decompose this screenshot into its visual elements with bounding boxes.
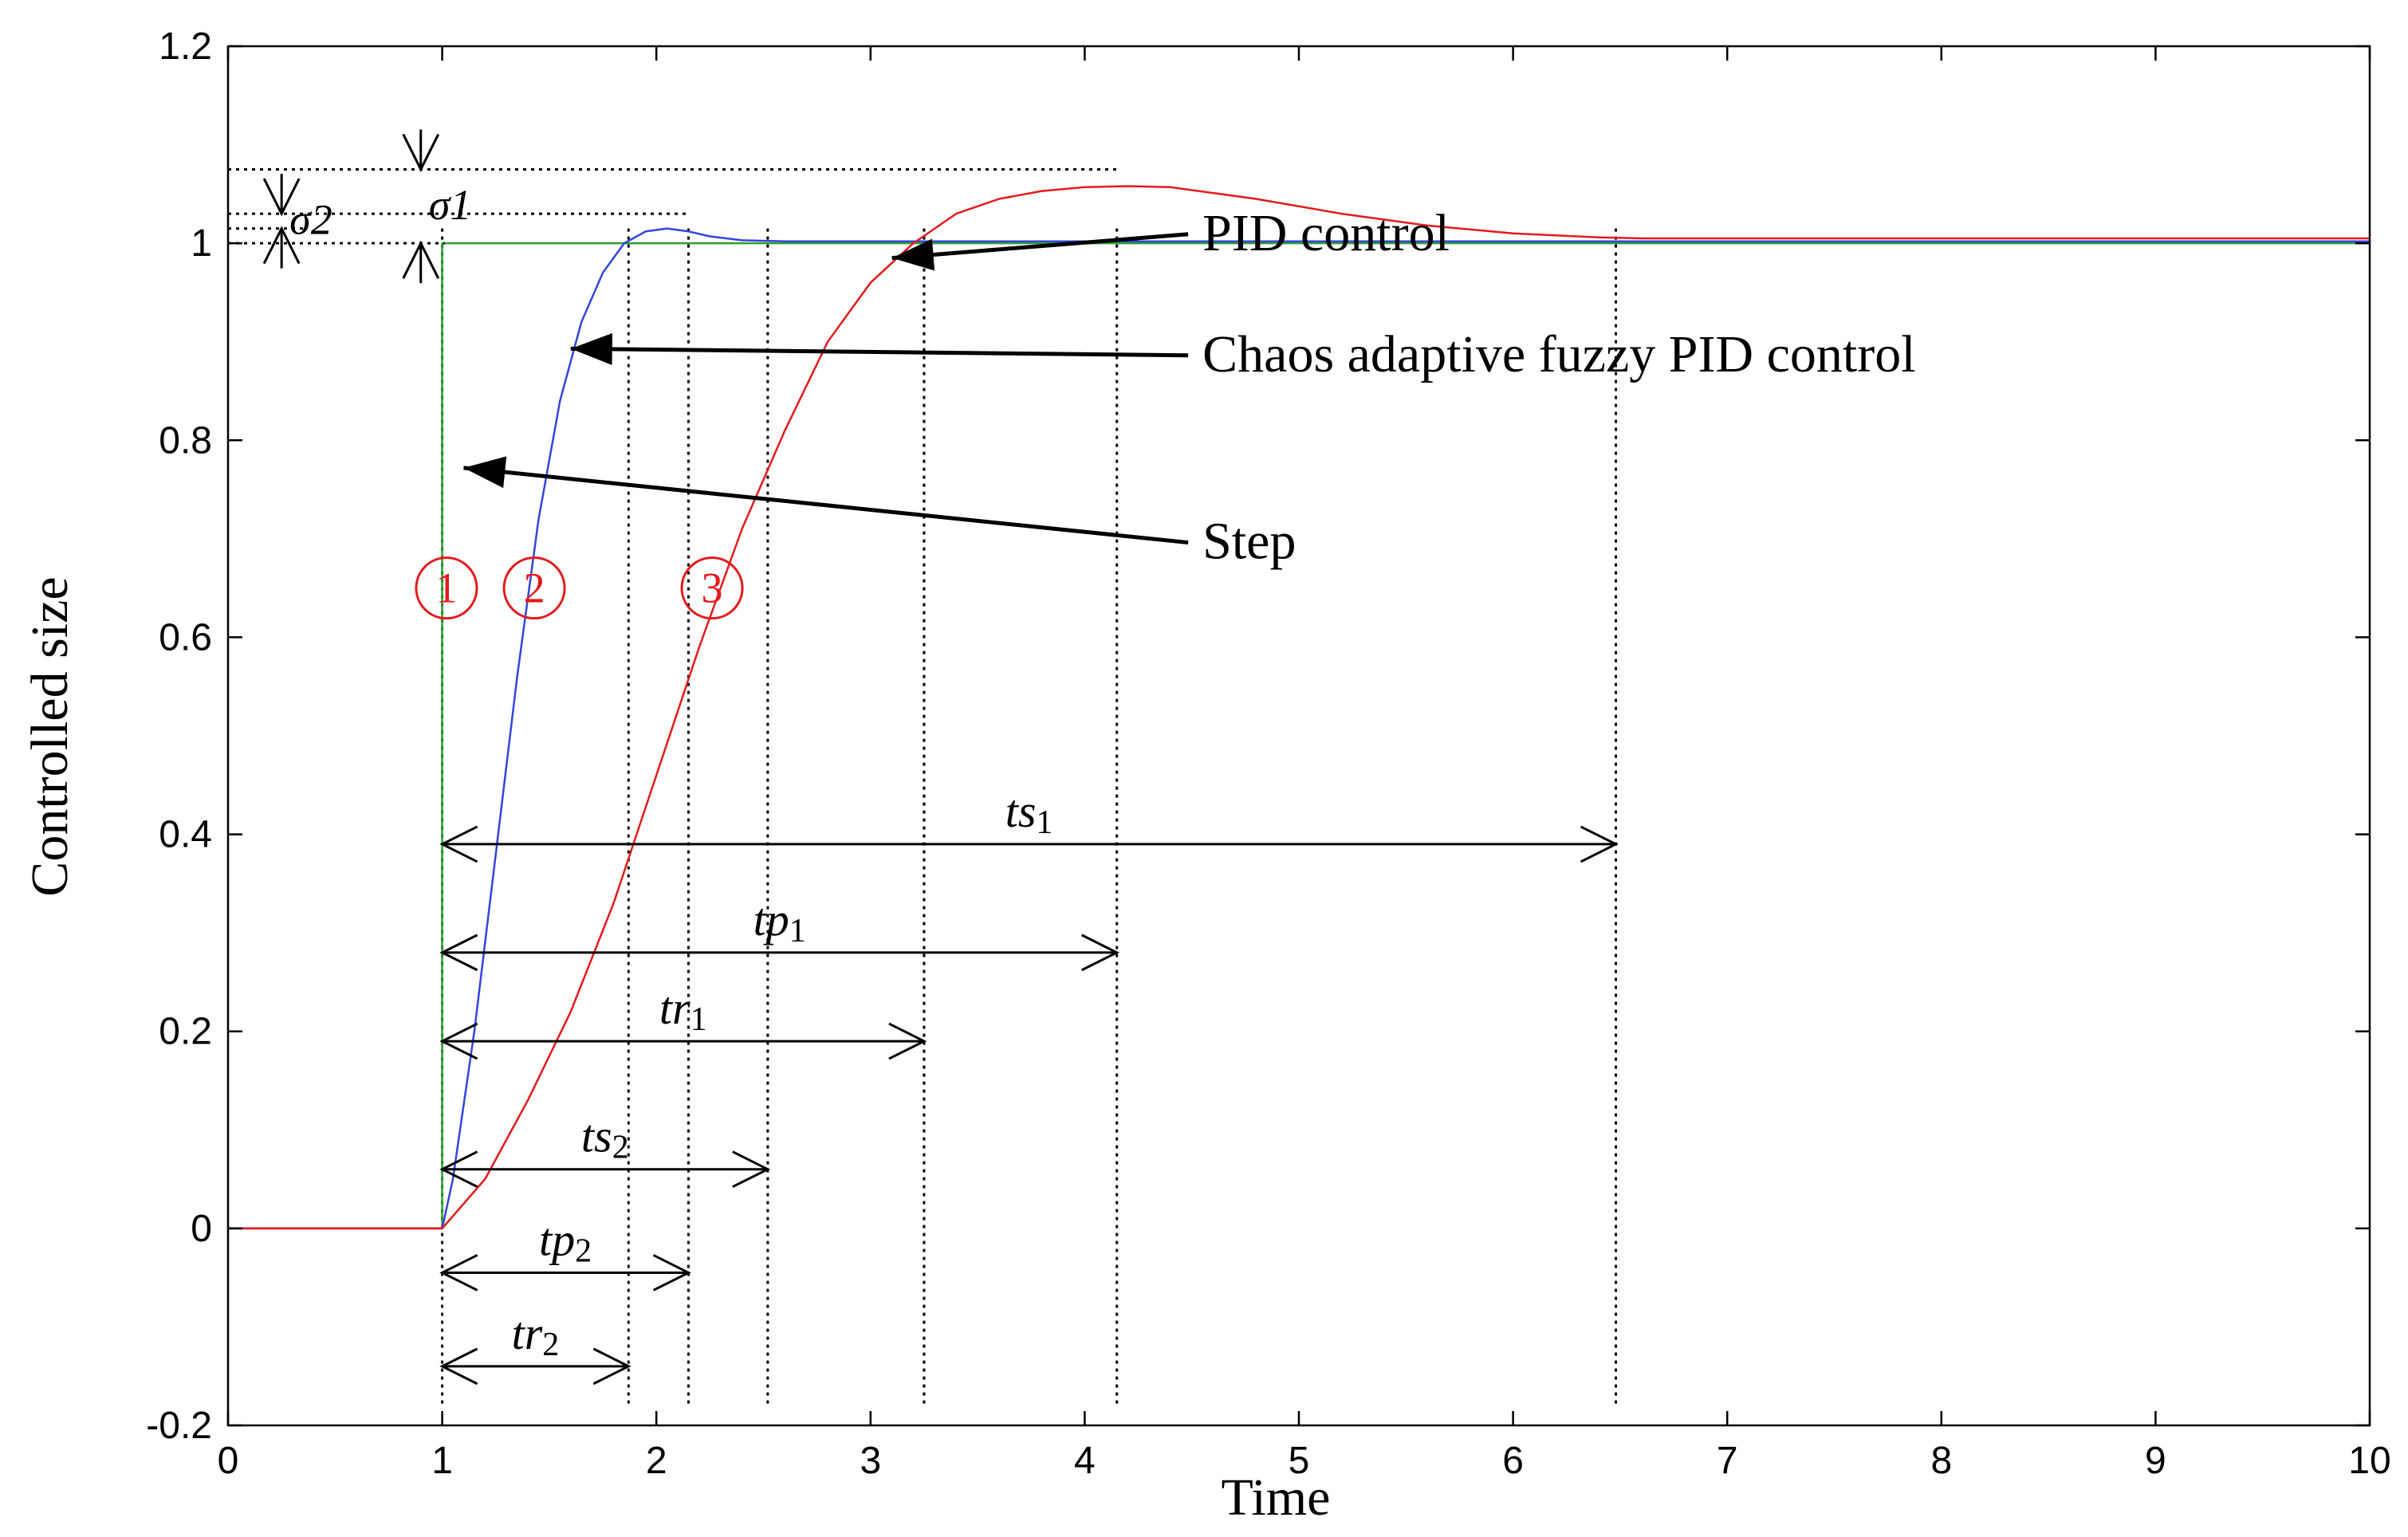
annotation-tr2-arrow-end — [592, 1347, 632, 1386]
curve-marker-circle-2 — [680, 556, 744, 620]
annotation-ts1-arrow-end — [1580, 825, 1619, 863]
data-series — [228, 185, 2370, 1230]
legend-arrow-head-0 — [891, 238, 935, 271]
annotation-tp2-arrow-end — [652, 1254, 691, 1291]
annotation-tr2-name: tr — [512, 1307, 543, 1359]
curve-markers: 1 2 3 — [415, 556, 744, 620]
x-tick-label-0: 0 — [218, 1440, 239, 1482]
y-tick-label-2: 0.2 — [159, 1011, 212, 1053]
annotation-tr1-arrow-end — [888, 1022, 927, 1060]
overshoot-annotations: σ1 σ2 — [228, 129, 1117, 284]
sigma2-arrow-top — [262, 178, 301, 217]
x-tick-label-8: 8 — [1930, 1440, 1952, 1482]
x-tick-label-1: 1 — [431, 1440, 453, 1482]
legend-label-2: Step — [1202, 513, 1296, 571]
x-tick-label-4: 4 — [1074, 1440, 1096, 1482]
legend-arrow-line-1 — [570, 346, 1189, 358]
legend-label-0: PID control — [1202, 204, 1450, 262]
annotation-tr2-arrow-start — [439, 1347, 478, 1386]
x-tick-label-9: 9 — [2145, 1440, 2166, 1482]
annotation-tp2-label: tp2 — [539, 1213, 592, 1269]
annotation-ts1-subscript: 1 — [1036, 804, 1053, 841]
annotation-ts1-arrow-start — [439, 825, 478, 863]
sigma2-label: σ2 — [289, 195, 332, 243]
annotation-ts1-label: ts1 — [1005, 785, 1053, 841]
annotation-tp1-subscript: 1 — [789, 913, 806, 949]
annotation-ts2-arrow-end — [732, 1150, 771, 1189]
annotation-tp2-arrow-start — [439, 1254, 478, 1291]
x-axis-title: Time — [1222, 1468, 1331, 1527]
curve-marker-circle-1 — [502, 556, 566, 620]
annotation-tp1-name: tp — [753, 894, 789, 945]
annotation-tr1-arrow-start — [439, 1022, 478, 1060]
x-tick-label-3: 3 — [860, 1440, 881, 1482]
annotation-tp1-arrow-start — [439, 934, 478, 972]
sigma2-arrow-bottom — [262, 226, 301, 265]
y-axis-title: Controlled size — [21, 576, 79, 896]
x-tick-label-10: 10 — [2348, 1440, 2390, 1482]
y-tick-label-4: 0.6 — [159, 616, 212, 658]
y-tick-label-5: 0.8 — [159, 419, 212, 462]
annotation-tr1-label: tr1 — [659, 982, 707, 1038]
series-step — [228, 242, 2370, 1230]
annotation-tr2-label: tr2 — [512, 1307, 560, 1363]
x-tick-label-5: 5 — [1289, 1440, 1310, 1482]
annotation-ts2-subscript: 2 — [612, 1130, 629, 1166]
legend-arrow-head-2 — [463, 456, 507, 489]
y-tick-label-1: 0 — [191, 1208, 212, 1250]
annotation-ts1-name: ts — [1005, 785, 1037, 837]
curve-marker-label-2: 3 — [702, 564, 723, 612]
series-pid — [228, 185, 2370, 1230]
x-tick-label-2: 2 — [646, 1440, 667, 1482]
legend-arrow-line-0 — [891, 232, 1189, 261]
curve-marker-label-0: 1 — [435, 564, 457, 612]
y-tick-label-3: 0.4 — [159, 814, 212, 856]
annotation-tp2-subscript: 2 — [575, 1232, 592, 1269]
annotation-tp2-name: tp — [539, 1213, 575, 1265]
y-tick-label-6: 1 — [191, 222, 212, 265]
y-tick-label-0: -0.2 — [146, 1405, 212, 1447]
annotation-tr1-subscript: 1 — [691, 1001, 707, 1038]
annotation-tp1-label: tp1 — [753, 894, 806, 949]
curve-marker-label-1: 2 — [524, 564, 545, 612]
annotation-ts2-name: ts — [581, 1110, 612, 1162]
annotation-ts2-arrow-start — [439, 1150, 478, 1189]
x-tick-label-6: 6 — [1502, 1440, 1524, 1482]
annotation-tp1-arrow-end — [1081, 934, 1120, 972]
x-tick-label-7: 7 — [1717, 1440, 1738, 1482]
curve-marker-circle-0 — [415, 556, 478, 620]
series-fuzzy — [228, 227, 2370, 1230]
annotation-tr2-subscript: 2 — [542, 1327, 559, 1363]
y-tick-label-7: 1.2 — [159, 26, 212, 68]
annotation-ts2-label: ts2 — [581, 1110, 629, 1166]
sigma1-label: σ1 — [429, 181, 472, 229]
legend-arrow-line-2 — [463, 466, 1189, 545]
annotation-tr1-name: tr — [659, 982, 691, 1034]
sigma1-arrow-top — [402, 133, 440, 172]
sigma1-arrow-bottom — [402, 240, 440, 279]
legend-label-1: Chaos adaptive fuzzy PID control — [1202, 325, 1915, 383]
legend-arrow-head-1 — [570, 332, 612, 365]
